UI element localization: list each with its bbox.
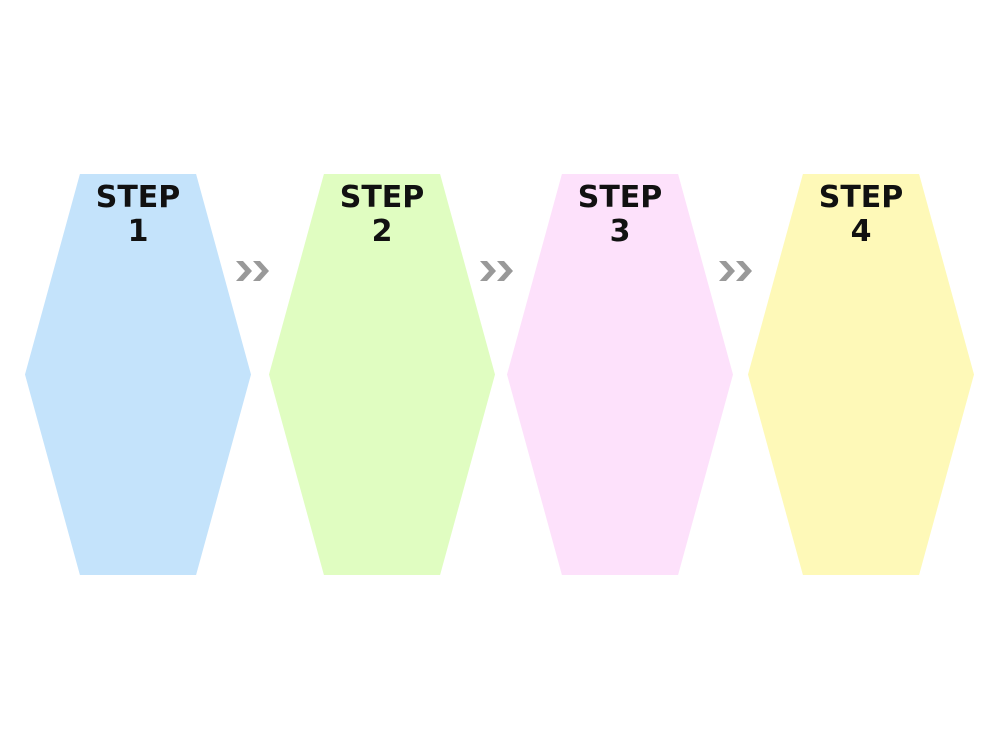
step-3-hexagon [507, 174, 733, 575]
step-3-label: STEP 3 [507, 181, 733, 249]
step-1-word: STEP [95, 180, 181, 215]
double-chevron-right-icon [719, 261, 752, 281]
double-chevron-right-icon [236, 261, 269, 281]
step-2-label: STEP 2 [269, 181, 495, 249]
step-2: STEP 2 [269, 174, 495, 575]
step-2-word: STEP [339, 180, 425, 215]
step-4-number: 4 [850, 214, 872, 249]
step-3-number: 3 [609, 214, 631, 249]
step-2-hexagon [269, 174, 495, 575]
step-4-label: STEP 4 [748, 181, 974, 249]
step-4-hexagon [748, 174, 974, 575]
step-1-hexagon [25, 174, 251, 575]
step-3-word: STEP [577, 180, 663, 215]
step-3: STEP 3 [507, 174, 733, 575]
step-2-number: 2 [371, 214, 393, 249]
double-chevron-right-icon [480, 261, 513, 281]
step-1: STEP 1 [25, 174, 251, 575]
step-4: STEP 4 [748, 174, 974, 575]
step-4-word: STEP [818, 180, 904, 215]
step-1-number: 1 [127, 214, 149, 249]
step-1-label: STEP 1 [25, 181, 251, 249]
